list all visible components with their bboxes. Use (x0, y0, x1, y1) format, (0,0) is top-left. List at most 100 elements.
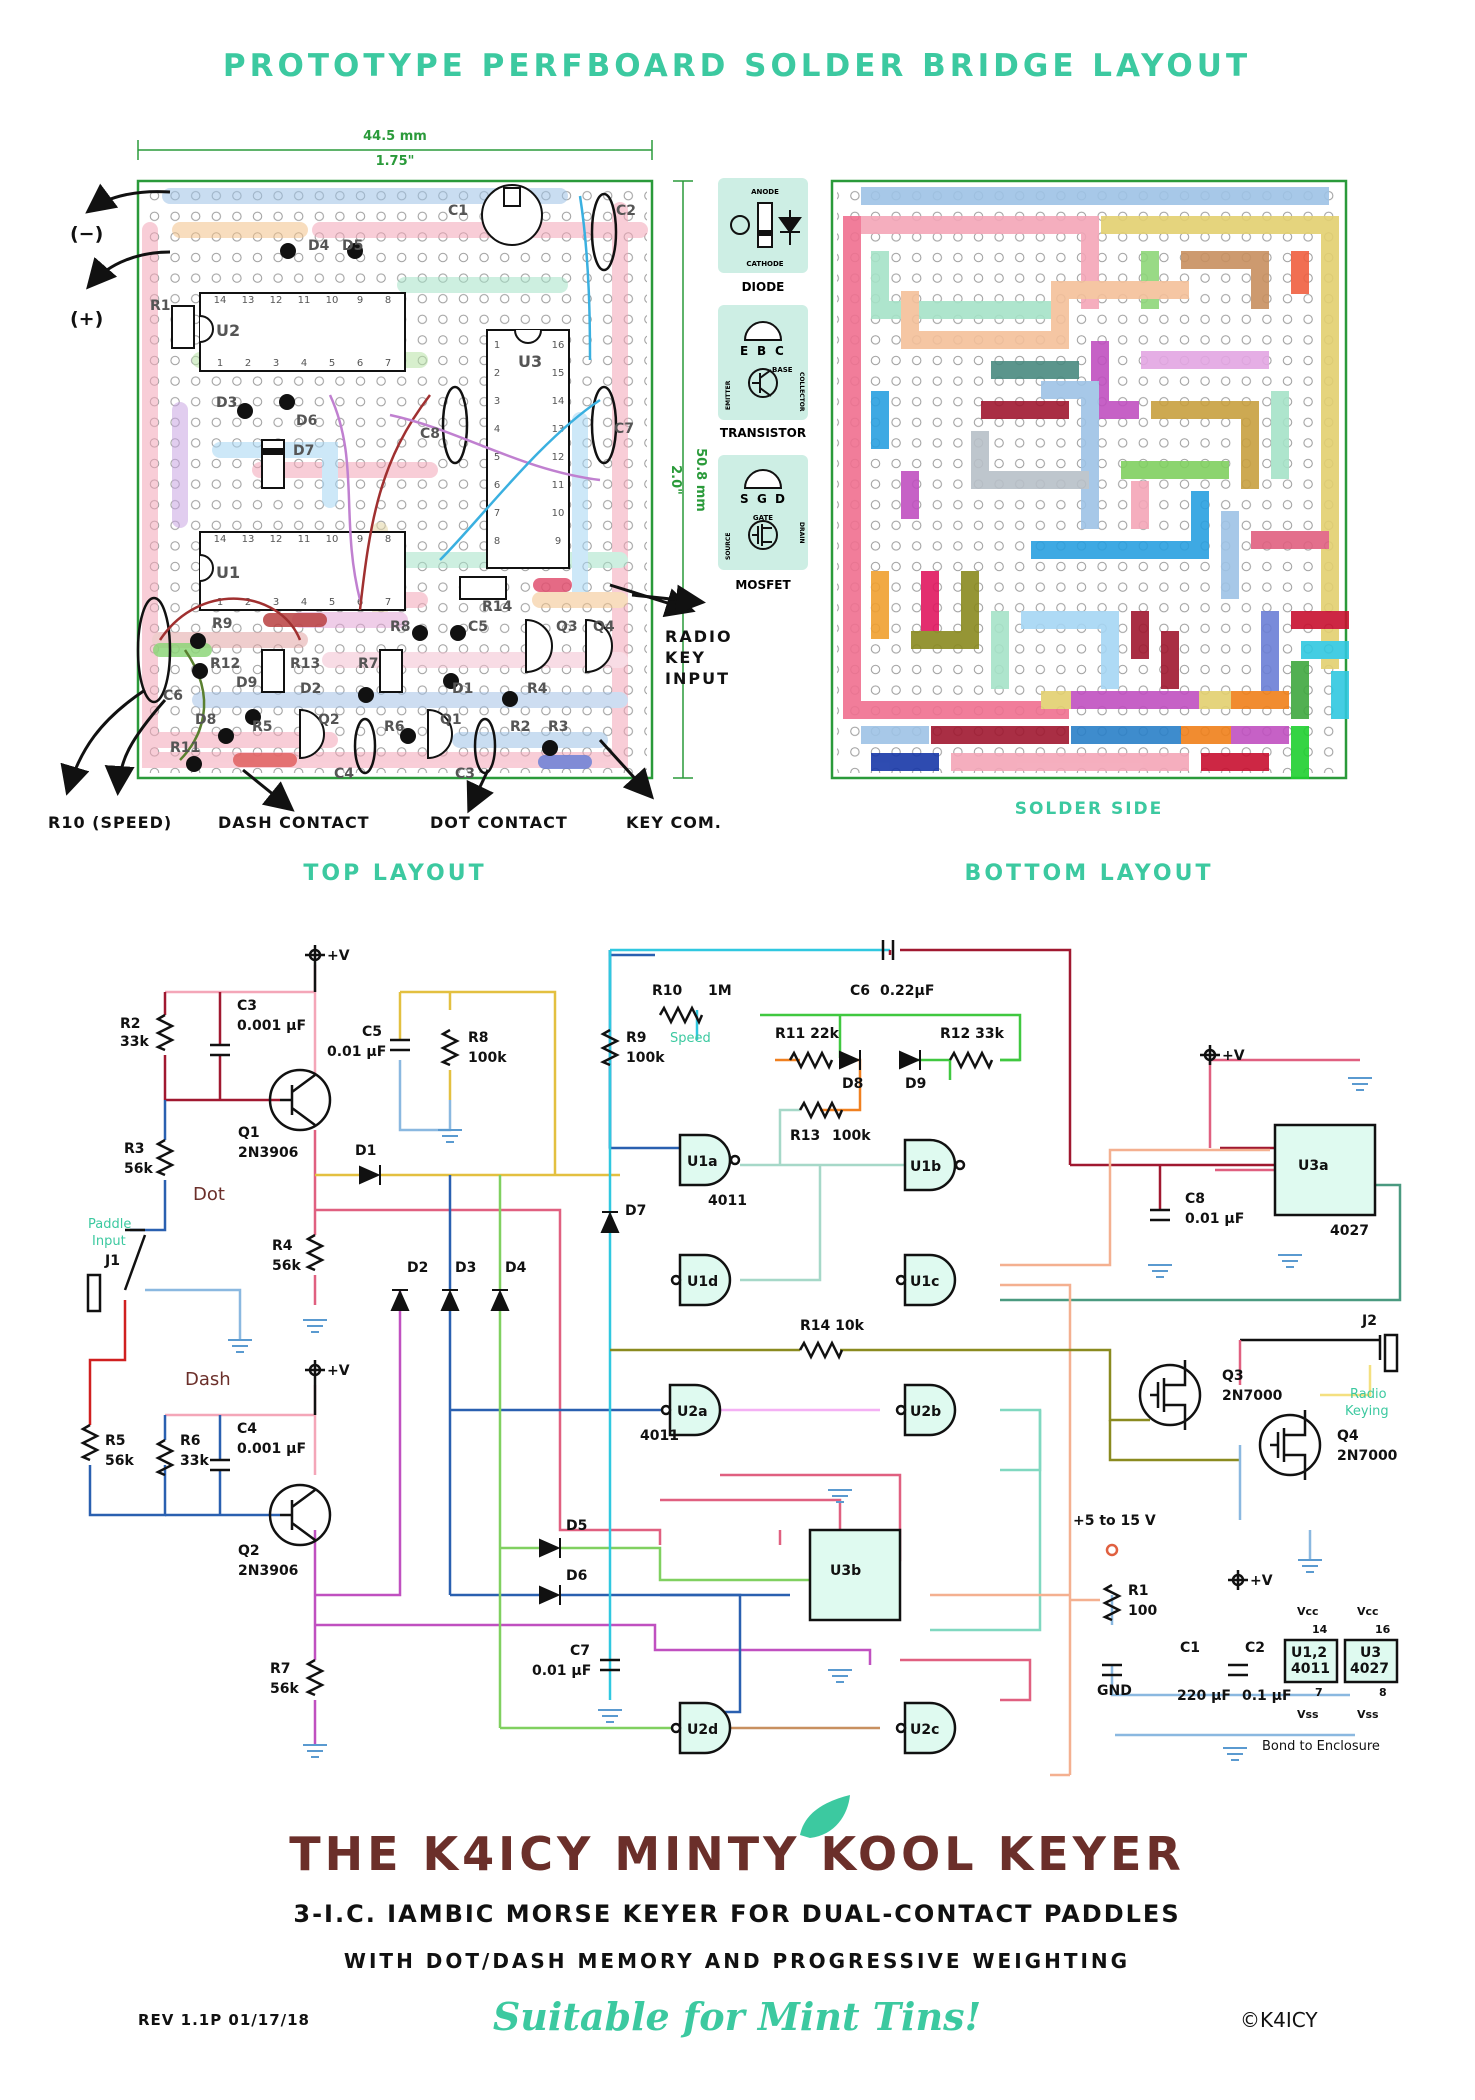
r12-resistor (948, 1050, 994, 1070)
u2-pin: 9 (357, 295, 363, 306)
u3-pin: 12 (552, 452, 565, 463)
u3-pin: 3 (494, 396, 500, 407)
u2-pin: 12 (270, 295, 283, 306)
r13-resistor (798, 1100, 844, 1120)
q2-value: 2N3906 (238, 1563, 298, 1579)
r10-name: R10 (652, 983, 683, 999)
dash-label: Dash (185, 1369, 231, 1390)
c2-value: 0.1 µF (1242, 1688, 1292, 1704)
c7-name: C7 (570, 1643, 590, 1659)
dim-height-in: 2.0" (668, 465, 683, 495)
part-label-d3: D3 (216, 395, 237, 411)
subtitle-1: 3-I.C. IAMBIC MORSE KEYER FOR DUAL-CONTA… (293, 1900, 1180, 1928)
grounds (228, 1077, 1372, 1761)
u3-ic (486, 329, 570, 569)
part-label-c8: C8 (420, 426, 440, 442)
part-label-r9: R9 (212, 616, 233, 632)
c6-value: 0.22µF (880, 983, 934, 999)
q1-transistor (268, 1068, 332, 1132)
r1-value: 100 (1128, 1603, 1157, 1619)
part-label-r1: R1 (150, 298, 171, 314)
part-label-r8: R8 (390, 619, 411, 635)
r6-resistor (155, 1438, 175, 1477)
q4-value: 2N7000 (1337, 1448, 1398, 1464)
minus-terminal: (−) (70, 223, 103, 245)
u1-pin: 10 (326, 534, 339, 545)
r2-resistor (155, 1013, 175, 1052)
part-label-r12: R12 (210, 656, 240, 672)
u3-ic-box (1343, 1638, 1399, 1684)
u3-pin: 10 (552, 508, 565, 519)
u2b-label: U2b (910, 1404, 941, 1420)
c5-value: 0.01 µF (327, 1044, 386, 1060)
r8-resistor (440, 1028, 460, 1067)
vplus-1: +V (327, 948, 350, 964)
u3-pin: 11 (552, 480, 565, 491)
r4-resistor (305, 1233, 325, 1272)
q4-name: Q4 (1337, 1428, 1359, 1444)
d7-diode (600, 1211, 620, 1233)
jacks (86, 1273, 1399, 1373)
schematic-diodes (359, 1050, 921, 1605)
legend-g: G (757, 492, 767, 506)
u2c-label: U2c (910, 1722, 939, 1738)
u12-part: 4011 (1291, 1661, 1330, 1677)
u1-pin: 13 (242, 534, 255, 545)
d9-diode (899, 1050, 921, 1070)
c8-capacitor (1150, 1208, 1170, 1222)
revision-label: REV 1.1P 01/17/18 (138, 2011, 310, 2029)
part-label-r3: R3 (548, 719, 569, 735)
u2-pin: 11 (298, 295, 311, 306)
schematic (88, 948, 1402, 1777)
part-label-d5: D5 (342, 238, 363, 254)
u3-box-label: U3 (1360, 1645, 1381, 1661)
u1-pin: 2 (245, 597, 251, 608)
solder-side-label: SOLDER SIDE (1015, 799, 1164, 819)
r9-name: R9 (626, 1030, 647, 1046)
part-label-c4: C4 (334, 766, 354, 782)
u3-pin: 1 (494, 340, 500, 351)
c8-capacitor (441, 385, 469, 465)
u3-pin: 7 (494, 508, 500, 519)
r13-name: R13 (790, 1128, 820, 1144)
u1-ic (199, 531, 406, 611)
part-label-d1: D1 (452, 681, 473, 697)
d5-diode (539, 1538, 561, 1558)
part-label-r4: R4 (527, 681, 548, 697)
radio-keying-1: Radio (1350, 1387, 1387, 1402)
pin7-label: 7 (1315, 1686, 1323, 1699)
c7-value: 0.01 µF (532, 1663, 591, 1679)
d6-label: D6 (566, 1568, 587, 1584)
r10-value: 1M (708, 983, 732, 999)
r10-resistor (658, 1005, 704, 1025)
j1-label: J1 (104, 1253, 120, 1269)
part-label-d6: D6 (296, 413, 317, 429)
part-label-q3: Q3 (556, 619, 578, 635)
q4-transistor (585, 618, 613, 674)
u2b-gate (903, 1383, 957, 1437)
d8-label: D8 (842, 1076, 863, 1092)
gnd-label: GND (1097, 1683, 1132, 1699)
q3-value: 2N7000 (1222, 1388, 1283, 1404)
u2c-gate (903, 1701, 957, 1755)
r1-resistor (171, 305, 195, 349)
c4-value: 0.001 µF (237, 1441, 306, 1457)
u2-pin: 13 (242, 295, 255, 306)
radio-key-line1: RADIO (665, 627, 733, 646)
part-label-c3: C3 (455, 766, 475, 782)
u2-label: U2 (216, 321, 240, 340)
vss-1: Vss (1297, 1708, 1319, 1721)
u3-pin: 13 (552, 424, 565, 435)
c4-capacitor (353, 717, 377, 775)
d2-diode (390, 1289, 410, 1311)
c7-capacitor (600, 1658, 620, 1672)
part-label-r7: R7 (358, 656, 379, 672)
c2-capacitor (1228, 1663, 1248, 1677)
u1-pin: 12 (270, 534, 283, 545)
u1-pin: 8 (385, 534, 391, 545)
radio-key-line2: KEY (665, 648, 706, 667)
r4-name: R4 (272, 1238, 293, 1254)
part-label-c7: C7 (614, 421, 634, 437)
u3a-flipflop (1273, 1123, 1377, 1217)
c5-name: C5 (362, 1024, 382, 1040)
